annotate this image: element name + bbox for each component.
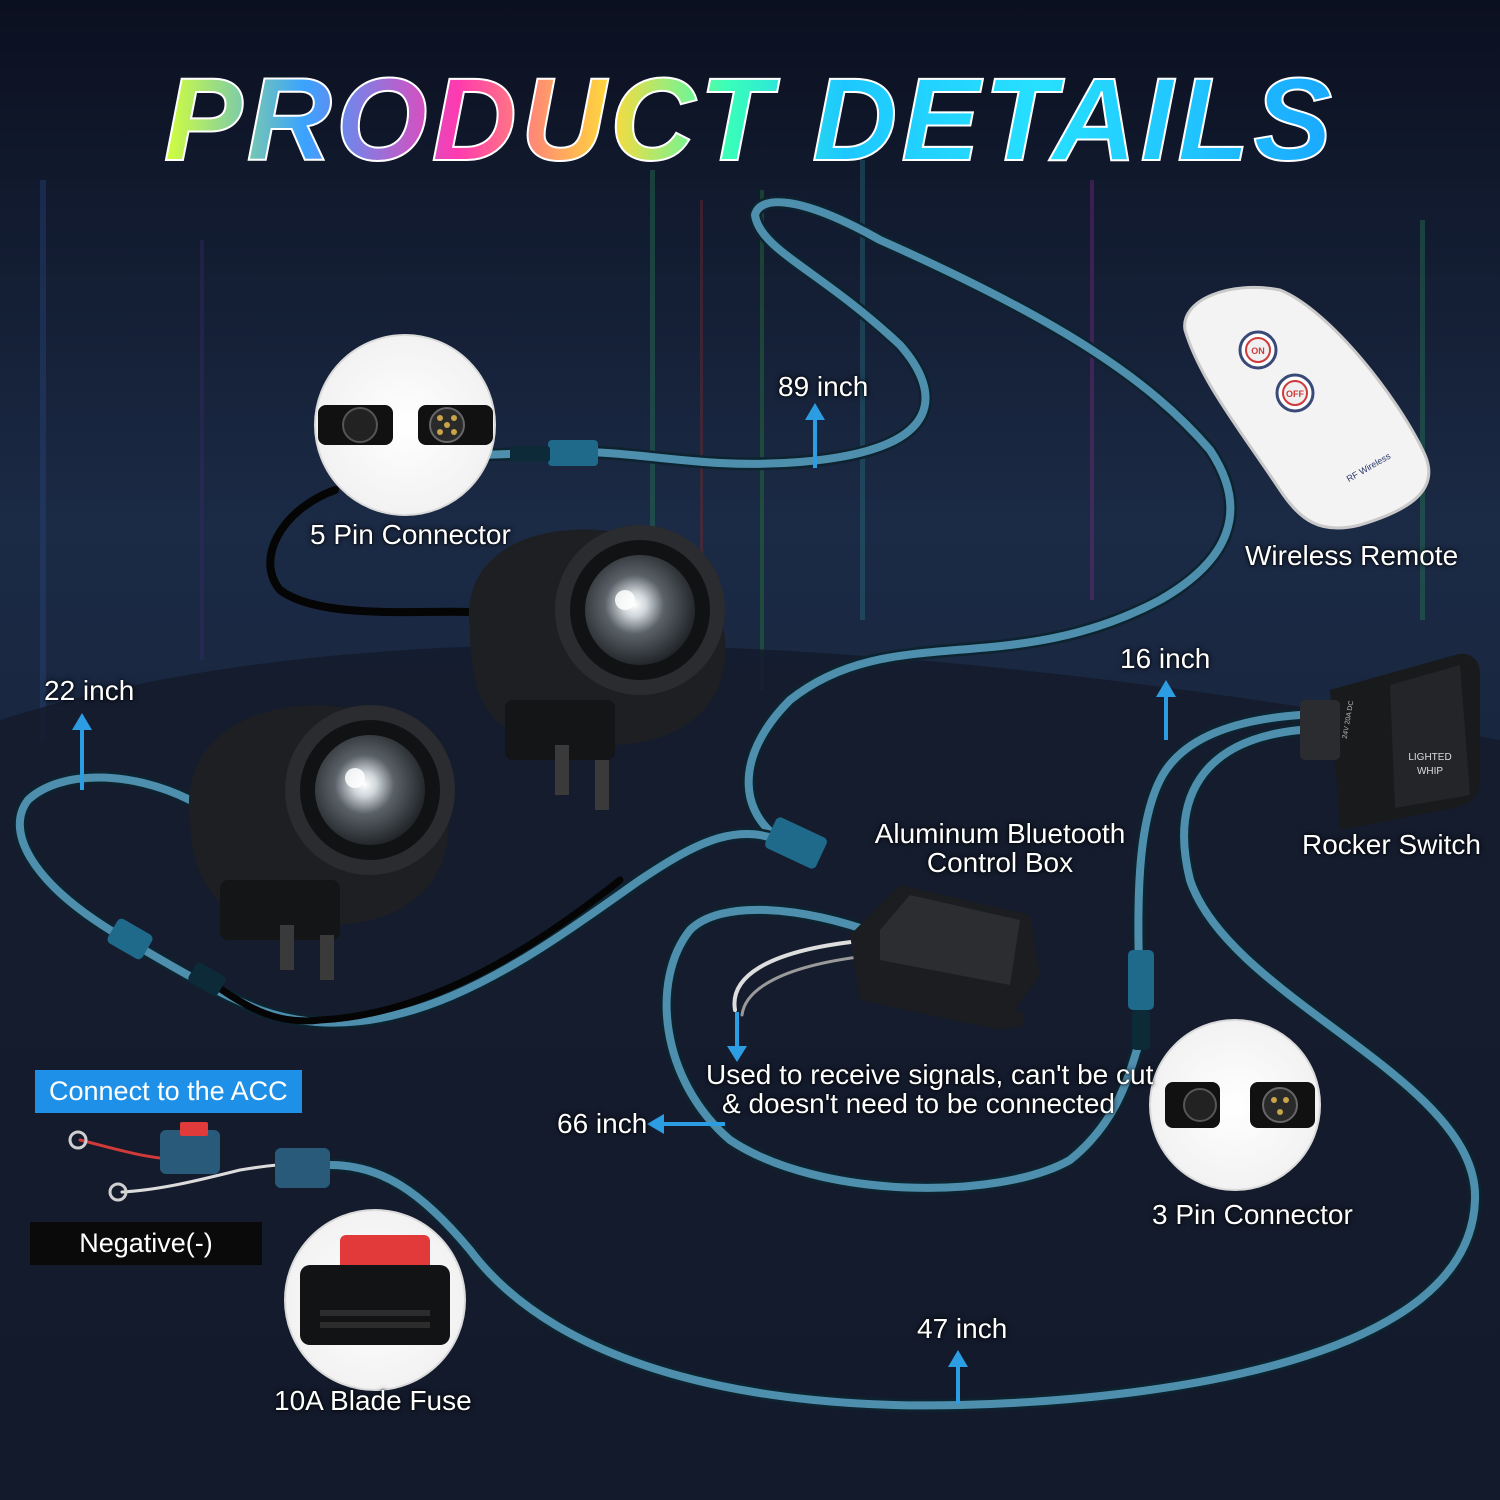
control-box-label-line2: Control Box	[926, 847, 1074, 879]
rocker-switch: LIGHTED WHIP 24V 20A DC	[1300, 653, 1480, 830]
signal-wire-note-line1: Used to receive signals, can't be cut	[706, 1059, 1154, 1090]
rocker-label-line2: WHIP	[1417, 766, 1443, 777]
light-pod-front	[188, 705, 455, 980]
page-title: PRODUCT DETAILS	[164, 54, 1336, 186]
wiring-harness	[13, 195, 1482, 1412]
wireless-remote-label: Wireless Remote	[1245, 540, 1459, 571]
length-label-89: 89 inch	[778, 371, 869, 402]
control-box-label-line1: Aluminum Bluetooth	[874, 818, 1126, 849]
length-label-47: 47 inch	[917, 1313, 1008, 1344]
rocker-switch-label: Rocker Switch	[1302, 829, 1481, 860]
signal-wire-note-line2: & doesn't need to be connected	[722, 1088, 1115, 1120]
blade-fuse-label: 10A Blade Fuse	[274, 1385, 472, 1416]
negative-terminal-badge: Negative(-)	[30, 1222, 262, 1265]
rocker-label-line1: LIGHTED	[1408, 752, 1451, 763]
three-pin-connector-label: 3 Pin Connector	[1152, 1199, 1353, 1230]
signal-wire-note: Used to receive signals, can't be cut & …	[706, 1059, 1154, 1120]
five-pin-connector-label: 5 Pin Connector	[310, 519, 511, 550]
length-label-22: 22 inch	[44, 675, 135, 706]
five-pin-bubble	[314, 334, 496, 516]
remote-off-label[interactable]: OFF	[1286, 389, 1304, 399]
dimension-arrows	[72, 403, 1176, 1404]
three-pin-bubble	[1149, 1019, 1321, 1191]
light-pod-back	[468, 525, 726, 810]
inline-connectors	[68, 440, 1154, 1202]
control-box-label: Aluminum Bluetooth Control Box	[870, 819, 1130, 878]
length-label-16: 16 inch	[1120, 643, 1211, 674]
fuse-bubble	[284, 1209, 466, 1391]
remote-on-label[interactable]: ON	[1251, 346, 1265, 356]
background-light-streaks	[40, 160, 1425, 740]
length-label-66: 66 inch	[557, 1108, 648, 1139]
wireless-remote: ON OFF RF Wireless	[1183, 285, 1431, 530]
control-box	[850, 885, 1040, 1030]
acc-connection-badge: Connect to the ACC	[35, 1070, 302, 1113]
